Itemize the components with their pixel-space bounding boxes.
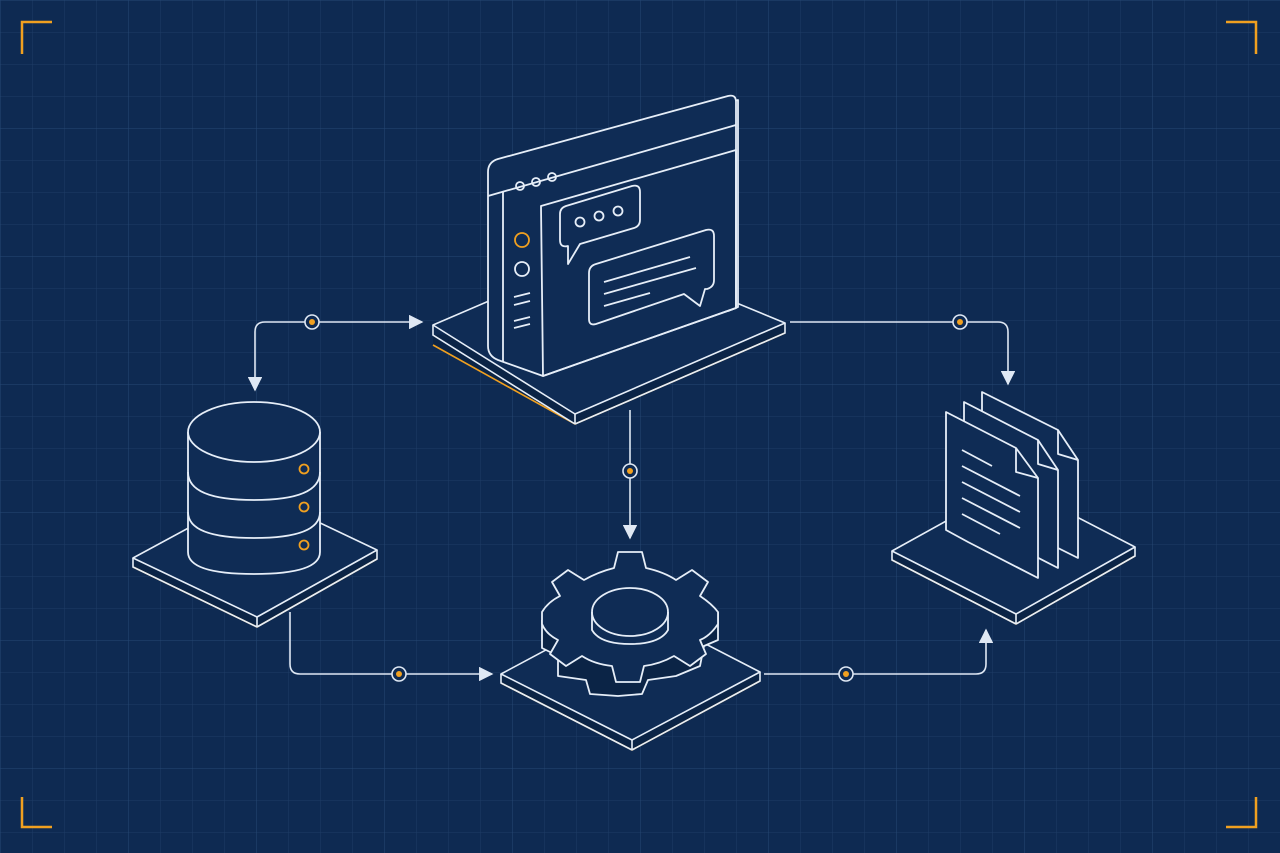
corner-bracket-top-right: [1226, 20, 1258, 54]
node-processing: [500, 551, 761, 751]
connector-dot: [391, 666, 407, 682]
connector-database-processing: [289, 612, 494, 682]
corner-bracket-top-left: [20, 20, 52, 54]
chat-window-icon: [487, 94, 739, 377]
node-app-window: [432, 94, 786, 425]
documents-icon: [945, 391, 1079, 579]
connector-processing-documents: [764, 628, 994, 675]
connector-dot: [952, 314, 968, 330]
corner-bracket-bottom-left: [20, 797, 52, 829]
node-documents: [891, 391, 1136, 625]
corner-bracket-bottom-right: [1226, 797, 1258, 829]
gear-icon: [541, 551, 719, 697]
connector-app-documents: [790, 321, 1016, 386]
corner-brackets: [20, 20, 1258, 829]
connector-dot: [304, 314, 320, 330]
connector-dots: [304, 314, 968, 682]
connector-database-app: [247, 314, 424, 392]
connector-dot: [838, 666, 854, 682]
connectors: [247, 314, 1016, 682]
database-icon: [187, 401, 321, 575]
connector-dot: [622, 463, 638, 479]
node-database: [132, 401, 378, 628]
